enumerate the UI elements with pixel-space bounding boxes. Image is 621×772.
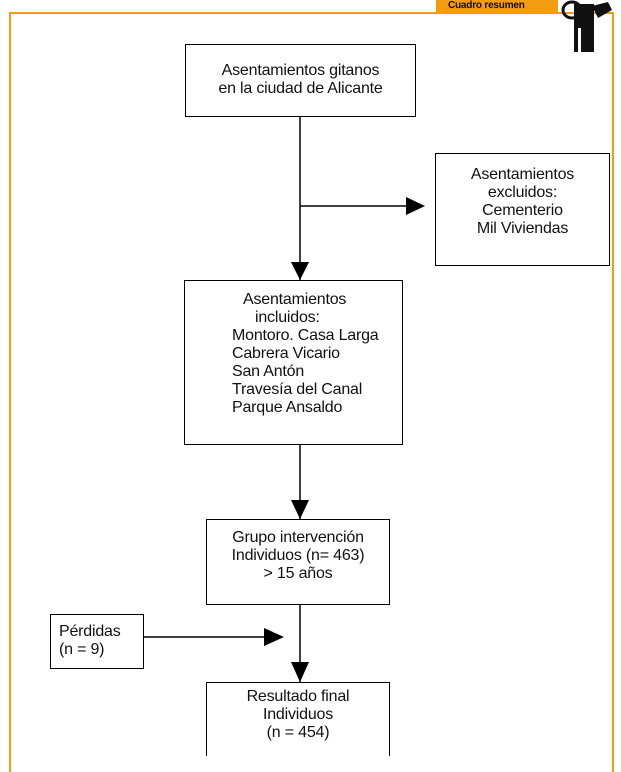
box-excluded-line-3: Cementerio (482, 202, 563, 219)
box-excluded-line-1: Asentamientos (470, 166, 575, 183)
box-excluded-line-4: Mil Viviendas (476, 220, 569, 237)
box-losses: Pérdidas (n = 9) (50, 614, 144, 669)
box-losses-line-1: Pérdidas (59, 623, 121, 640)
box-losses-line-2: (n = 9) (59, 641, 105, 658)
box-excluded-settlements: Asentamientos excluidos: Cementerio Mil … (435, 153, 610, 266)
box-excluded-line-2: excluidos: (487, 184, 558, 201)
box-main-line-2: en la ciudad de Alicante (218, 80, 383, 97)
arrowhead-included (291, 262, 309, 280)
included-item: San Antón (232, 363, 305, 380)
flow-connectors (143, 116, 425, 682)
included-item: Travesía del Canal (232, 381, 363, 398)
box-group-line-3: > 15 años (263, 565, 333, 582)
arrowhead-result (291, 662, 309, 682)
box-group-line-1: Grupo intervención (232, 529, 364, 546)
arrowhead-excluded (406, 197, 425, 215)
box-main-line-1: Asentamientos gitanos (221, 62, 380, 79)
included-item: Parque Ansaldo (232, 399, 343, 416)
box-included-settlements: Asentamientos incluidos: Montoro. Casa L… (184, 280, 403, 445)
reading-person-icon (561, 0, 612, 52)
box-result-line-3: (n = 454) (266, 724, 330, 741)
box-included-heading-2: incluidos: (255, 309, 320, 326)
arrowhead-group (291, 500, 309, 519)
summary-badge: Cuadro resumen (436, 0, 558, 12)
box-main-settlements: Asentamientos gitanos en la ciudad de Al… (185, 44, 416, 117)
box-result-line-1: Resultado final (246, 688, 350, 705)
box-included-heading-1: Asentamientos (243, 291, 347, 308)
box-group-line-2: Individuos (n= 463) (231, 547, 365, 564)
box-intervention-group: Grupo intervención Individuos (n= 463) >… (206, 519, 390, 605)
included-item: Montoro. Casa Larga (232, 327, 379, 344)
box-final-result: Resultado final Individuos (n = 454) (206, 682, 390, 756)
included-item: Cabrera Vicario (232, 345, 340, 362)
arrowhead-losses (264, 628, 284, 646)
box-result-line-2: Individuos (262, 706, 334, 723)
